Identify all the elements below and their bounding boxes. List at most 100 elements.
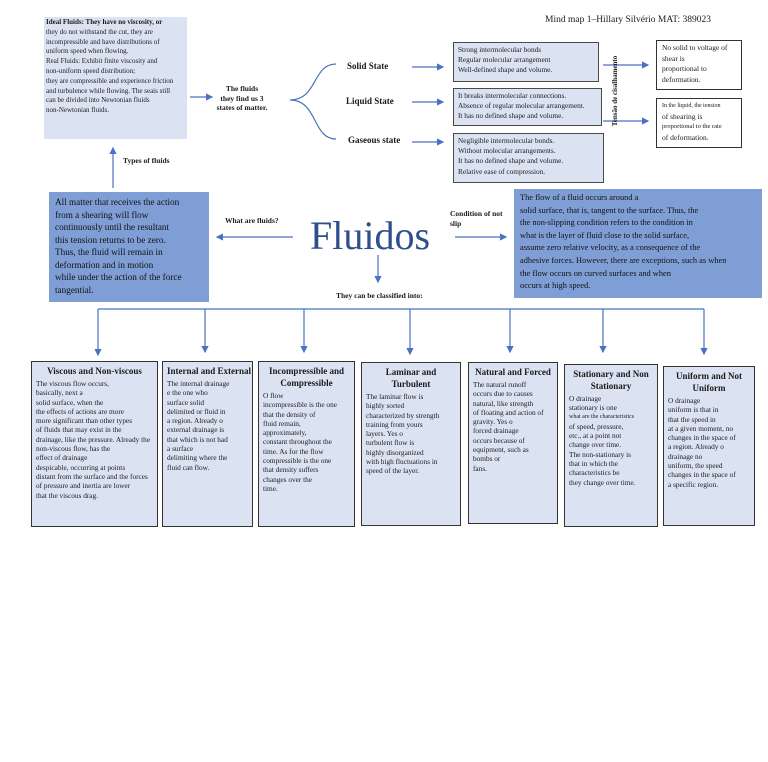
category-line: incompressible is the one (263, 400, 337, 410)
no-slip-def-line: the flow occurs on curved surfaces and w… (520, 268, 671, 278)
category-line: with high fluctuations in (366, 457, 438, 467)
no-slip-def-line: the non-slipping condition refers to the… (520, 218, 693, 228)
solid-prop: Regular molecular arrangement (458, 55, 551, 65)
ideal-line: non-uniform speed distribution; (46, 66, 136, 75)
gas-prop: Relative ease of compression. (458, 166, 546, 176)
category-line: of speed, pressure, (569, 421, 624, 431)
category-line: changes over the (263, 474, 313, 484)
header-author: Mind map 1–Hillary Silvério MAT: 389023 (545, 15, 712, 25)
category-line: characteristics be (569, 468, 620, 478)
solid-properties-box: Strong intermolecular bonds Regular mole… (453, 42, 599, 82)
ideal-line: non-Newtonian fluids. (46, 106, 109, 115)
shear-liquid-line: proportional to the rate (662, 123, 722, 130)
category-line: despicable, occurring at points (36, 462, 126, 472)
category-title: Uniform and Not Uniform (675, 371, 742, 393)
shear-solid-line: proportional to (662, 64, 707, 73)
category-line: a region. Already o (668, 442, 724, 452)
category-title: Stationary and Non Stationary (573, 369, 649, 391)
gaseous-properties-box: Negligible intermolecular bonds. Without… (453, 133, 604, 183)
shear-stress-vertical-label: Tensão de cisalhamento (600, 46, 630, 136)
category-line: time. As for the flow (263, 446, 324, 456)
ideal-line: can be divided into Newtonian fluids (46, 96, 150, 105)
category-line: a specific region. (668, 479, 719, 489)
category-line: highly disorganized (366, 447, 424, 457)
category-line: that which is not had (167, 434, 228, 444)
category-line: O drainage (668, 396, 701, 405)
category-line: stationary is one (569, 403, 617, 413)
category-line: basically, next a (36, 388, 83, 398)
category-line: that the density of (263, 409, 316, 419)
category-internal-external: Internal and External The internal drain… (162, 361, 253, 527)
no-slip-definition-box: The flow of a fluid occurs around a soli… (514, 189, 762, 298)
category-line: The laminar flow is (366, 392, 424, 401)
shear-solid-line: shear is (662, 53, 685, 63)
fluid-definition-box: All matter that receives the action from… (49, 192, 209, 302)
shear-liquid-line: In the liquid, the tension (662, 103, 721, 109)
category-line: delimited or fluid in (167, 406, 226, 416)
category-viscous: Viscous and Non-viscous The viscous flow… (31, 361, 158, 527)
definition-line: this tension returns to be zero. (55, 234, 166, 245)
category-line: characterized by strength (366, 410, 440, 420)
shear-stress-text: Tensão de cisalhamento (611, 55, 619, 127)
category-line: what are the characteristics (569, 413, 635, 420)
what-are-fluids-label: What are fluids? (225, 216, 279, 225)
category-line: change over time. (569, 440, 622, 450)
category-line: bombs or (473, 454, 501, 464)
shear-liquid-box: In the liquid, the tension of shearing i… (656, 98, 742, 148)
category-line: non-viscous flow, has the (36, 444, 111, 454)
category-uniform: Uniform and Not Uniform O drainage unifo… (663, 366, 755, 526)
category-line: at a given moment, no (668, 423, 734, 433)
category-line: of pressure and inertia are lower (36, 481, 131, 491)
main-title: Fluidos (310, 213, 431, 258)
category-line: O flow (263, 391, 284, 400)
category-line: The viscous flow occurs, (36, 379, 109, 388)
category-line: etc., at a point not (569, 431, 622, 441)
shear-solid-line: No solid to voltage of (662, 43, 728, 52)
category-line: O drainage (569, 394, 602, 403)
category-line: external drainage is (167, 425, 225, 435)
liquid-properties-box: It breaks intermolecular connections. Ab… (453, 88, 602, 126)
definition-line: continuously until the resultant (55, 222, 170, 232)
category-line: delimiting where the (167, 453, 228, 463)
ideal-line: they are compressible and experience fri… (46, 76, 174, 85)
category-line: changes in the space of (668, 470, 736, 480)
category-line: a surface (167, 444, 194, 454)
category-line: compressible is the one (263, 456, 332, 466)
fluids-label-line: they find us 3 (220, 93, 264, 103)
liquid-prop: It breaks intermolecular connections. (458, 91, 567, 100)
fluids-states-label: The fluids they find us 3 states of matt… (203, 84, 281, 113)
category-line: uniform, the speed (668, 461, 723, 471)
shear-liquid-line: of shearing is (662, 111, 703, 121)
category-title: Incompressible and Compressible (268, 366, 345, 388)
no-slip-def-line: occurs at high speed. (520, 281, 591, 291)
category-line: forced drainage (473, 426, 519, 436)
category-line: fluid remain, (263, 418, 301, 428)
category-line: of fluids that may exist in the (36, 425, 122, 435)
definition-line: from a shearing will flow (55, 209, 149, 220)
shear-liquid-line: of deformation. (662, 132, 709, 142)
solid-prop: Well-defined shape and volume. (458, 65, 553, 75)
category-line: drainage, like the pressure. Already the (36, 434, 151, 444)
ideal-line: Real Fluids: Exhibit finite viscosity an… (46, 57, 158, 66)
ideal-line: Ideal Fluids: They have no viscosity, or (46, 18, 163, 26)
category-line: a region. Already o (167, 416, 223, 426)
solid-prop: Strong intermolecular bonds (458, 45, 542, 54)
ideal-line: incompressible and have distributions of (46, 37, 160, 46)
definition-line: deformation and in motion (55, 259, 154, 270)
category-line: that the speed in (668, 414, 716, 424)
category-title: Viscous and Non-viscous (47, 366, 142, 376)
category-line: surface solid (167, 397, 205, 407)
no-slip-label: Condition of not slip (450, 209, 503, 228)
category-line: uniform is that in (668, 405, 719, 415)
category-line: time. (263, 483, 278, 493)
no-slip-def-line: what is the layer of fluid close to the … (520, 230, 690, 240)
category-line: occurs because of (473, 435, 525, 445)
shear-solid-box: No solid to voltage of shear is proporti… (656, 40, 742, 90)
definition-line: while under the action of the force (55, 272, 182, 282)
category-line: occurs due to causes (473, 389, 533, 399)
category-stationary: Stationary and Non Stationary O drainage… (564, 364, 658, 527)
category-line: e the one who (167, 388, 208, 398)
no-slip-def-line: The flow of a fluid occurs around a (520, 193, 639, 202)
no-slip-line: slip (450, 218, 462, 228)
category-line: changes in the space of (668, 433, 736, 443)
